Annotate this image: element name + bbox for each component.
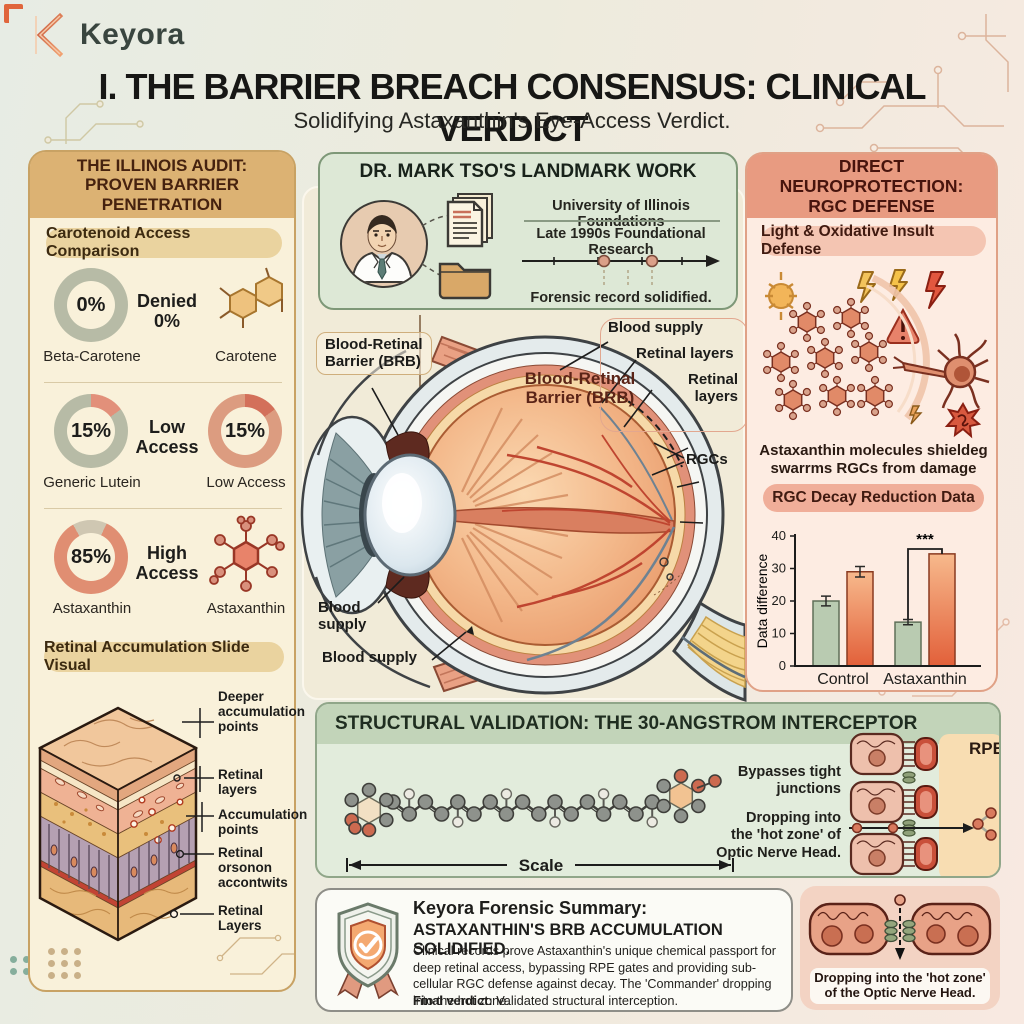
summary-heading: Keyora Forensic Summary: [413,898,648,918]
scale-label: Scale [519,856,563,875]
corner-mark [4,4,23,23]
rpe-cells-illustration: RPE [849,732,1001,876]
documents-icon [446,193,493,248]
row1-access-text: Denied 0% [136,291,197,331]
summary-final: Final verdict: Validated structural inte… [413,993,785,1008]
timeline-mid-text: Late 1990s Foundational Research [536,226,706,258]
row3-right-label: Astaxanthin [206,600,286,617]
neuroprotection-panel: DIRECT NEUROPROTECTION: RGC DEFENSE Ligh… [745,152,998,692]
sun-icon [765,272,797,320]
significance-stars: *** [916,531,934,548]
blood-supply-bottom-label: Blood supply [322,649,417,666]
slide-label-organelles: Retinal orsonon accontwits [218,845,288,890]
hotzone-cells-illustration [808,894,992,960]
slide-label-accumulation: Accumulation points [218,807,308,837]
doctor-avatar [340,200,428,288]
scale-arrow [346,858,734,872]
cat-control: Control [817,671,869,688]
row-divider [44,508,282,509]
rgc-defense-illustration [763,269,990,439]
row1-left-label: Beta-Carotene [43,348,141,365]
rgc-caption: Astaxanthin molecules shieldeg swarrms R… [759,442,988,477]
rgcs-label: RGCs [686,451,728,468]
row2-left-label: Generic Lutein [43,474,141,491]
y-axis-label: Data difference [754,553,770,648]
row3-access-text: High Access [135,543,199,583]
slide-label-deeper: Deeper accumulation points [218,689,306,734]
tso-title: DR. MARK TSO'S LANDMARK WORK [359,161,697,182]
slide-visual-pill: Retinal Accumulation Slide Visual [44,639,284,674]
rpe-label: RPE [969,739,1001,758]
brand-name: Keyora [80,18,185,51]
page-title: I. THE BARRIER BREACH CONSENSUS: CLINICA… [98,66,926,149]
hotzone-panel: Dropping into the 'hot zone' of the Opti… [800,886,1000,1010]
dropping-text: Dropping into the 'hot zone' of Optic Ne… [716,810,841,861]
defense-pill: Light & Oxidative Insult Defense [761,223,986,258]
left-panel-title: THE ILLINOIS AUDIT: PROVEN BARRIER PENET… [30,152,294,218]
keyora-k-icon [33,12,64,58]
ytick-30: 30 [772,561,786,576]
brand-logo: Keyora [26,12,185,58]
retinal-layers-label-1: Retinal layers [636,345,734,362]
molecule-astaxanthin-icon [209,515,285,592]
slide-label-retinal-1: Retinal layers [218,767,264,797]
circuit-decoration-top-left [44,100,144,144]
timeline-divider [524,220,720,222]
molecule-swarm [763,297,893,421]
final-verdict-text: Validated structural interception. [496,993,679,1008]
retinal-layers-label-2: Retinal layers [687,371,738,405]
final-verdict-label: Final verdict: [413,993,493,1008]
blood-supply-top-label: Blood supply [608,319,703,336]
row1-right-label: Carotene [215,348,277,365]
ytick-10: 10 [772,626,786,641]
shield-check-icon [337,902,399,1000]
low-access-donut: 15% [208,394,282,468]
eye-illustration [300,315,747,703]
retinal-slide-visual: Deeper accumulation points Retinal layer… [34,682,308,988]
cat-astaxanthin: Astaxanthin [883,671,967,688]
row2-right-label: Low Access [206,474,286,491]
row-divider [44,382,282,383]
dot-grid-panel [48,948,82,979]
illinois-audit-panel: THE ILLINOIS AUDIT: PROVEN BARRIER PENET… [28,150,308,992]
ytick-0: 0 [779,658,786,673]
beta-carotene-donut: 0% [54,268,128,342]
summary-subheading: ASTAXANTHIN'S BRB ACCUMULATION SOLIDIFIE… [413,921,723,958]
forensic-summary-box: Keyora Forensic Summary: ASTAXANTHIN'S B… [315,888,793,1012]
brb-inner-label: Blood-Retinal Barrier (BRB) [524,369,636,407]
summary-body: Clinical records prove Astaxanthin's uni… [413,944,776,1008]
comparison-pill: Carotenoid Access Comparison [46,225,282,260]
tso-panel: DR. MARK TSO'S LANDMARK WORK [318,152,738,310]
ytick-20: 20 [772,593,786,608]
brb-left-label: Blood-Retinal Barrier (BRB) [316,332,432,375]
bypass-text: Bypasses tight junctions [737,764,841,798]
small-bolt-icon [909,405,923,425]
slide-label-retinal-2: Retinal Layers [218,903,264,933]
row3-left-label: Astaxanthin [52,600,132,617]
blood-supply-left-label: Blood supply [318,599,367,633]
shield-arc [871,274,930,421]
timeline-bottom-text: Forensic record solidified. [530,290,712,306]
molecule-carotene-icon [219,267,283,328]
ytick-40: 40 [772,528,786,543]
damage-icon [944,402,982,439]
row2-access-text: Low Access [135,417,199,457]
timeline-arrow [522,254,720,288]
folder-icon [438,262,492,300]
rgc-decay-bar-chart: 0 10 20 30 40 Control Astaxanthin *** Da… [754,528,981,688]
lutein-donut: 15% [54,394,128,468]
hotzone-caption: Dropping into the 'hot zone' of the Opti… [810,968,990,1004]
structural-panel: STRUCTURAL VALIDATION: THE 30-ANGSTROM I… [315,702,1001,878]
tissue-block-illustration [37,706,294,975]
page-subtitle: Solidifying Astaxanthin's Eye-Access Ver… [293,108,731,133]
right-panel-title: DIRECT NEUROPROTECTION: RGC DEFENSE [747,154,996,218]
chart-pill: RGC Decay Reduction Data [763,484,984,512]
molecule-chain-illustration: Scale [344,768,734,875]
astaxanthin-donut: 85% [54,520,128,594]
neuron-icon [892,333,990,409]
circuit-decoration-top-right [815,14,1009,171]
timeline-top-text: University of Illinois Foundations [552,198,690,230]
